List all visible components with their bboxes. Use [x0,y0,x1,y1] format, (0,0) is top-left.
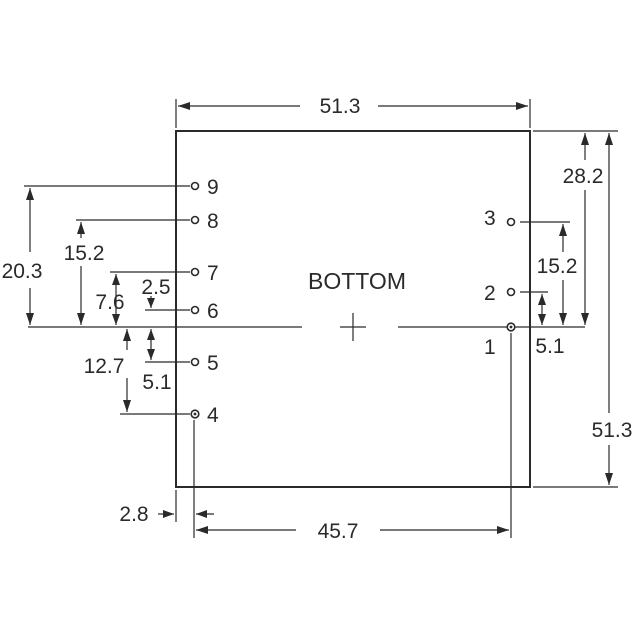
pin-2-label: 2 [484,282,496,305]
dim-bottom-45-7: 45.7 [196,333,512,543]
dim-right-height: 51.3 [533,130,633,488]
dim-left-12-7: 12.7 [84,329,190,415]
drawing-title: BOTTOM [308,268,406,294]
dim-top-width-label: 51.3 [320,95,361,118]
dim-right-15-2: 15.2 [520,221,578,325]
center-mark [340,313,366,341]
pin-3-label: 3 [484,207,496,230]
dim-left-7-6-label: 7.6 [95,291,124,314]
dim-right-height-label: 51.3 [592,419,633,442]
pin-9-label: 9 [207,176,219,199]
pin-7-label: 7 [207,262,219,285]
pin-6-label: 6 [207,300,219,323]
dim-right-5-1-label: 5.1 [535,335,564,358]
pin-9: 9 [190,176,219,199]
dim-left-15-2-label: 15.2 [64,242,105,265]
pin-4: 4 [190,404,219,427]
dim-left-15-2: 15.2 [64,219,190,325]
pin-1-label: 1 [484,336,496,359]
dim-left-12-7-label: 12.7 [84,355,125,378]
pin-4-label: 4 [207,404,219,427]
dim-left-7-6: 7.6 [95,271,190,325]
dim-bottom-2-8: 2.8 [119,420,214,538]
dim-right-5-1: 5.1 [520,291,565,358]
pin-8: 8 [190,210,219,233]
dim-right-28-2: 28.2 [563,133,604,325]
dim-left-5-1-label: 5.1 [142,371,171,394]
pin-5: 5 [190,352,219,375]
pin-1: 1 [484,322,516,359]
pin-3: 3 [484,207,516,230]
dim-left-20-3-label: 20.3 [2,260,43,283]
pin-8-label: 8 [207,210,219,233]
module-body-outline [175,130,531,488]
pin-6: 6 [190,300,219,323]
pin-5-label: 5 [207,352,219,375]
dim-right-28-2-label: 28.2 [563,165,604,188]
dim-bottom-45-7-label: 45.7 [318,520,359,543]
pin-7: 7 [190,262,219,285]
dim-top-width: 51.3 [175,95,531,128]
dim-left-2-5: 2.5 [141,276,190,311]
dim-left-2-5-label: 2.5 [141,276,170,299]
dim-bottom-2-8-label: 2.8 [119,503,148,526]
dim-left-20-3: 20.3 [2,185,190,325]
dim-left-5-1: 5.1 [142,329,190,394]
pin-2: 2 [484,282,516,305]
dim-right-15-2-label: 15.2 [537,255,578,278]
